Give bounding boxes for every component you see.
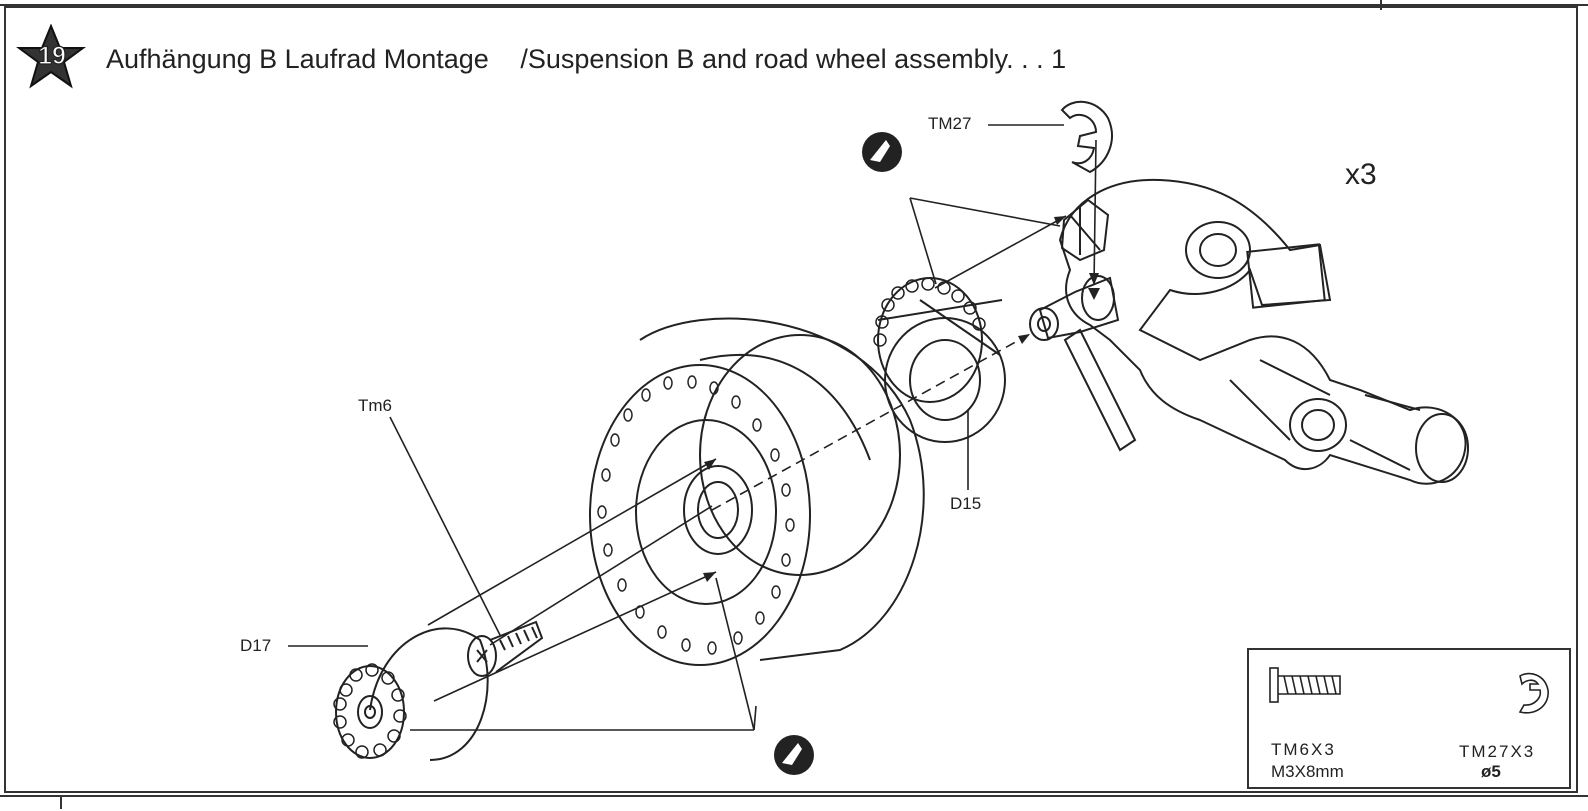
top-border <box>0 0 1588 6</box>
bottom-border <box>0 795 1588 811</box>
parts-legend: TM6X3 M3X8mm TM27X3 ø5 <box>1247 648 1571 789</box>
step-number: 19 <box>37 41 66 70</box>
step-frame <box>4 6 1578 793</box>
road-wheel <box>589 317 925 666</box>
title-english: /Suspension B and road wheel assembly. .… <box>520 44 1067 74</box>
bottom-cell-divider <box>0 797 62 809</box>
legend-art <box>1269 667 1549 714</box>
callout-d17: D17 <box>240 636 272 655</box>
legend-screw-size: M3X8mm <box>1271 762 1344 781</box>
callout-tm6: Tm6 <box>358 396 392 415</box>
hub-cap-d17 <box>333 627 489 761</box>
step-star-icon <box>16 24 86 89</box>
legend-clip-code: TM27X3 <box>1459 742 1536 761</box>
step-title: Aufhängung B Laufrad Montage /Suspension… <box>106 44 1066 75</box>
top-cell-divider <box>1380 0 1382 10</box>
callout-d15: D15 <box>950 494 982 513</box>
instant-glue-icon <box>774 735 814 775</box>
legend-screw-code: TM6X3 <box>1271 740 1336 759</box>
callout-tm27: TM27 <box>928 114 972 133</box>
hub-part-d15 <box>873 277 1006 443</box>
axle-spindle <box>1029 275 1120 341</box>
instant-glue-icon <box>862 132 902 172</box>
title-german: Aufhängung B Laufrad Montage <box>106 44 489 74</box>
quantity-label: x3 <box>1345 158 1377 191</box>
legend-clip-size: ø5 <box>1481 762 1501 781</box>
e-clip-tm27 <box>1060 100 1113 174</box>
suspension-arm <box>1058 178 1469 485</box>
